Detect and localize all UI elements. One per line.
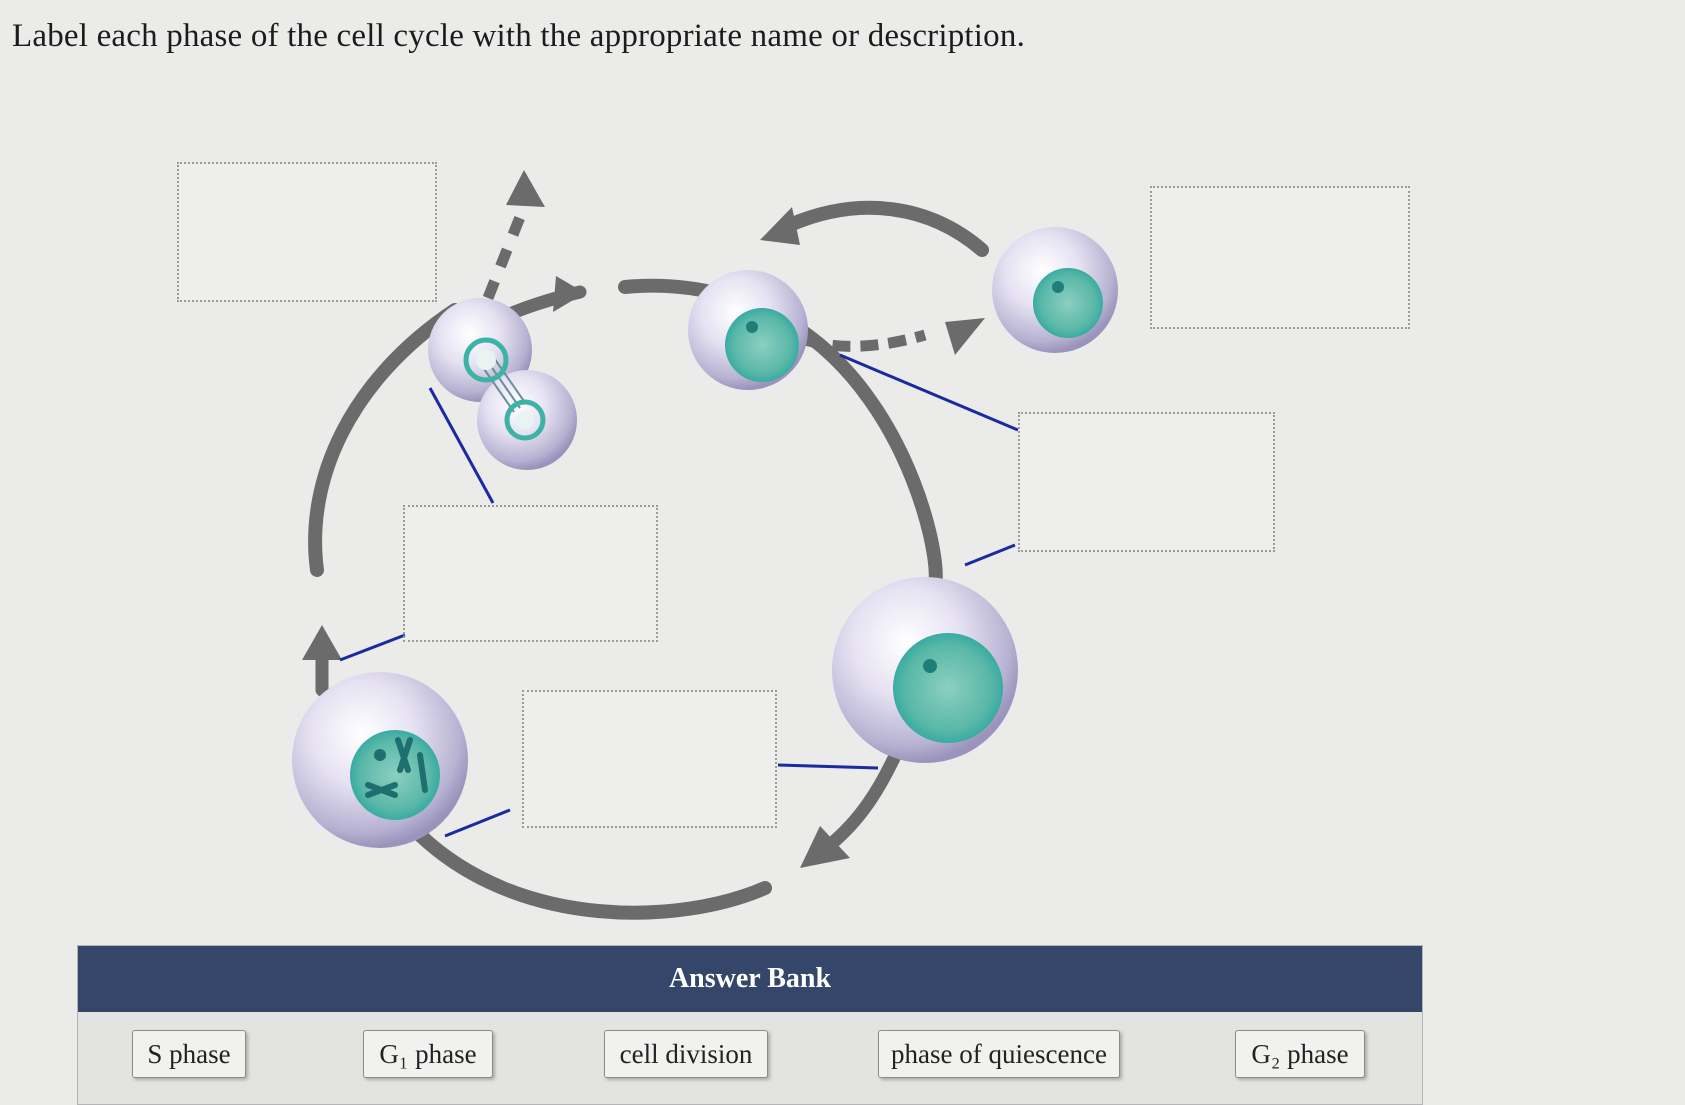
arrow-head-icon	[760, 207, 800, 245]
arrow-head-icon	[302, 625, 342, 660]
answer-bank-title: Answer Bank	[78, 946, 1422, 1012]
cycle-arrow-bottom	[413, 828, 772, 920]
drop-target-top-right[interactable]	[1150, 186, 1410, 329]
cycle-arrow-left	[308, 303, 462, 577]
leader-line	[339, 633, 406, 662]
cycle-arrow-right	[618, 278, 943, 592]
cell-icon	[832, 577, 1018, 763]
drop-target-center-bottom[interactable]	[522, 690, 777, 828]
leader-line	[777, 763, 879, 770]
exit-dashed-arrow	[482, 209, 528, 301]
question-prompt: Label each phase of the cell cycle with …	[12, 18, 1026, 54]
drop-target-right-middle[interactable]	[1018, 412, 1275, 552]
cell-icon	[688, 270, 808, 390]
answer-chip-g2-phase[interactable]: G₂ phase	[1235, 1030, 1365, 1078]
leader-line	[428, 387, 495, 504]
arrow-head-icon	[945, 318, 985, 355]
answer-bank: Answer Bank S phase G₁ phase cell divisi…	[77, 945, 1423, 1105]
drop-target-top-left[interactable]	[177, 162, 437, 302]
cell-icon	[992, 227, 1118, 353]
nucleus-icon	[463, 337, 546, 441]
arrow-head-icon	[506, 170, 545, 207]
arrow-head-icon	[800, 826, 850, 868]
quiescence-return-arrow	[783, 200, 989, 257]
leader-line	[444, 808, 511, 838]
answer-chip-cell-division[interactable]: cell division	[604, 1030, 768, 1078]
cell-icon	[428, 298, 577, 470]
answer-chip-s-phase[interactable]: S phase	[132, 1030, 246, 1078]
quiescence-dashed-arrow	[803, 329, 927, 352]
leader-line	[839, 353, 1019, 432]
answer-chip-g1-phase[interactable]: G₁ phase	[363, 1030, 493, 1078]
cycle-arrow-lower-right	[823, 738, 907, 852]
leader-line	[964, 543, 1016, 567]
chromosome-icon	[365, 737, 428, 798]
answer-chip-phase-of-quiescence[interactable]: phase of quiescence	[878, 1030, 1120, 1078]
drop-target-center-left[interactable]	[403, 505, 658, 642]
arrow-head-icon	[553, 276, 585, 312]
